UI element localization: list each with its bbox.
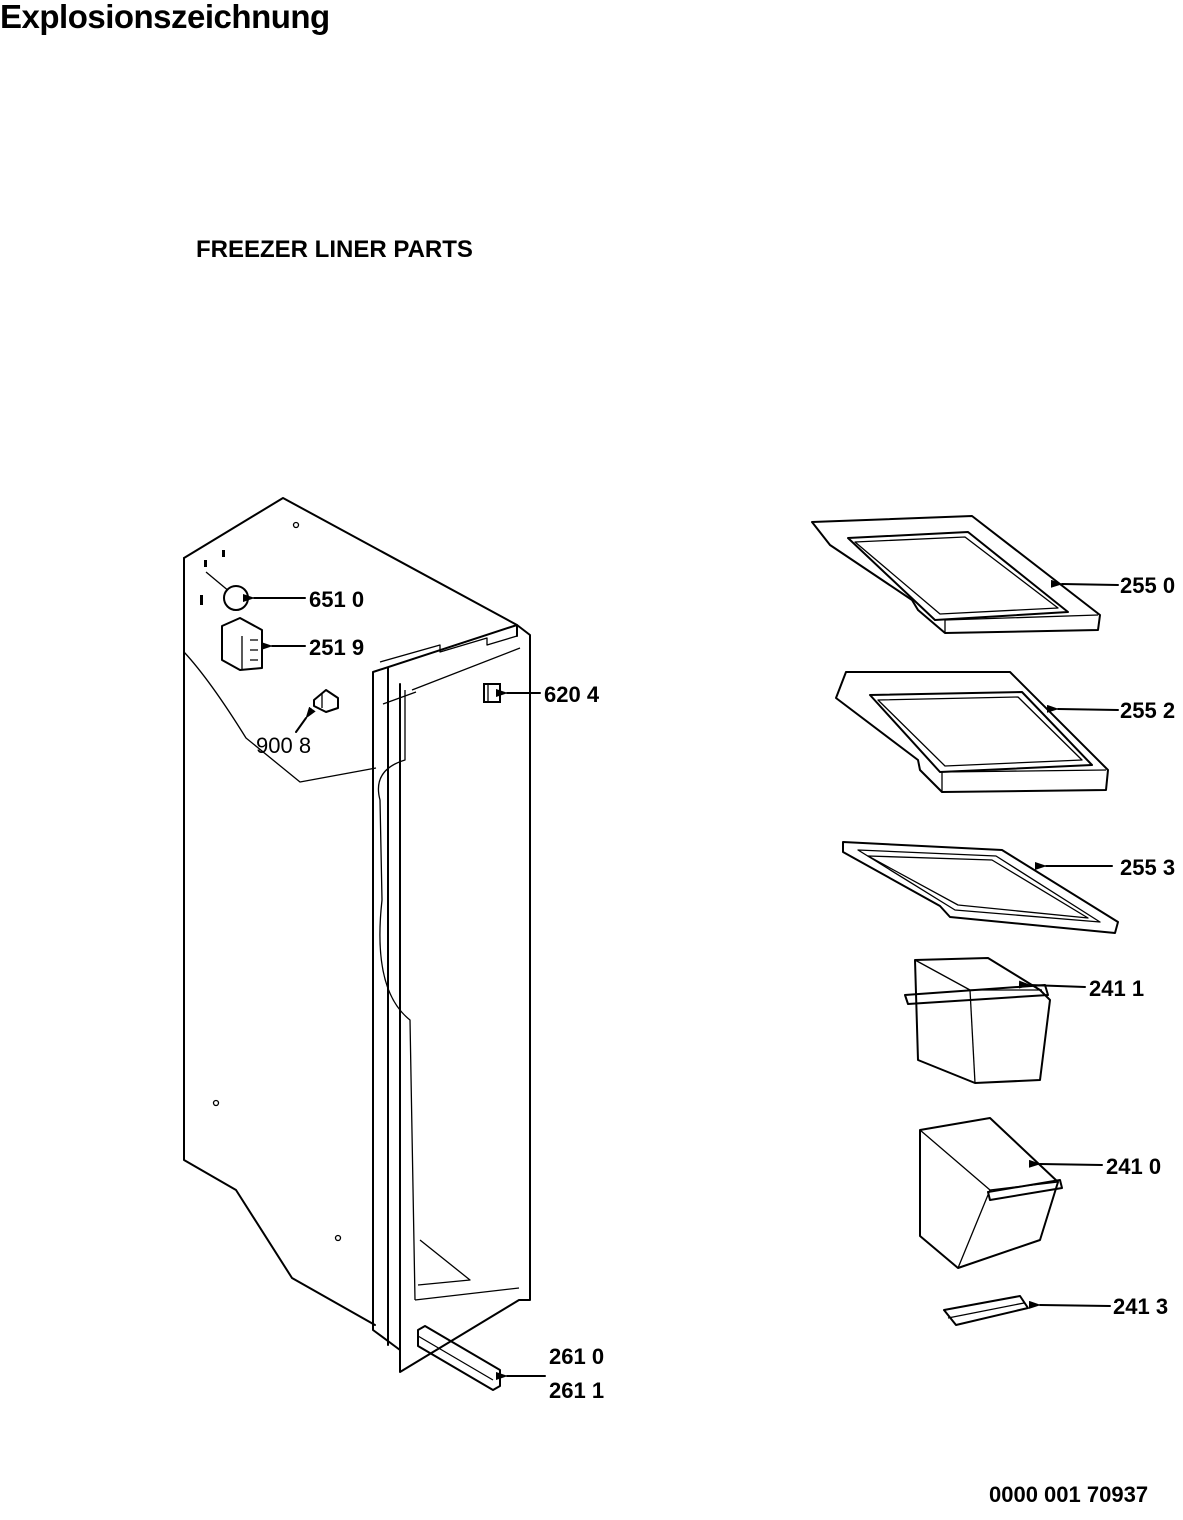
rail-part <box>417 1325 501 1391</box>
callout-2411: 241 1 <box>1089 976 1144 1001</box>
bin-2410 <box>919 1117 1063 1269</box>
shelf-2553 <box>842 841 1119 934</box>
document-number: 0000 001 70937 <box>989 1482 1149 1507</box>
callout-2413: 241 3 <box>1113 1294 1168 1319</box>
lamp-part <box>205 571 249 611</box>
callout-2552: 255 2 <box>1120 698 1175 723</box>
callout-2410: 241 0 <box>1106 1154 1161 1179</box>
callout-6204: 620 4 <box>544 682 600 707</box>
callout-2610: 261 0 <box>549 1344 604 1369</box>
shelf-2550 <box>811 515 1101 634</box>
callout-2611: 261 1 <box>549 1378 604 1403</box>
shelf-2552 <box>835 671 1109 793</box>
page-title: Explosionszeichnung <box>0 0 330 35</box>
callout-2519: 251 9 <box>309 635 364 660</box>
callout-9008: 900 8 <box>256 733 311 758</box>
clip-part <box>313 689 339 713</box>
trim-2413 <box>943 1295 1029 1326</box>
freezer-liner <box>183 497 531 1373</box>
switch-part <box>483 683 501 703</box>
callout-leaders <box>243 579 1119 1380</box>
section-title: FREEZER LINER PARTS <box>196 236 473 263</box>
callout-6510: 651 0 <box>309 587 364 612</box>
lamp-cover-part <box>221 617 263 671</box>
callout-2553: 255 3 <box>1120 855 1175 880</box>
bin-2411 <box>904 957 1051 1084</box>
callout-2550: 255 0 <box>1120 573 1175 598</box>
